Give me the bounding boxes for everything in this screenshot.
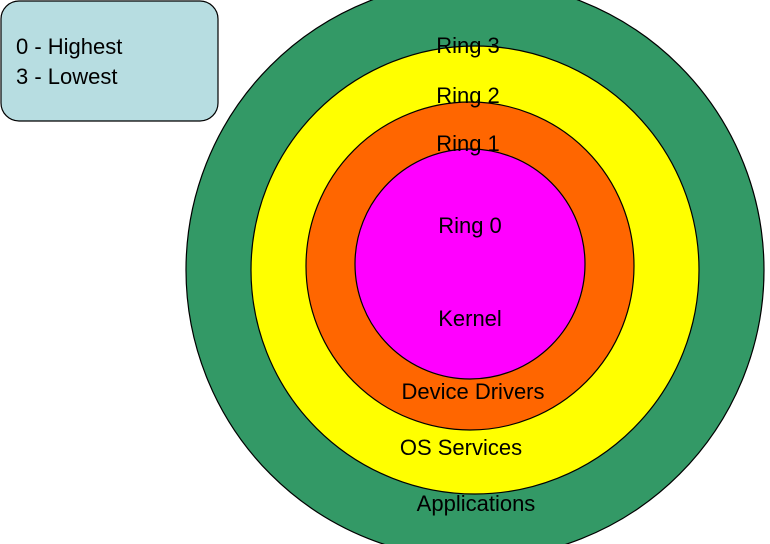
ring-2-label: Ring 2 (436, 83, 500, 108)
ring-1-label: Ring 1 (436, 131, 500, 156)
ring-0-label: Ring 0 (438, 213, 502, 238)
ring-1-role: Device Drivers (401, 379, 544, 404)
ring-3-label: Ring 3 (436, 33, 500, 58)
ring-roles: Kernel Device Drivers OS Services Applic… (400, 306, 545, 516)
legend-line-lowest: 3 - Lowest (16, 64, 118, 89)
ring-3-role: Applications (417, 491, 536, 516)
ring-labels: Ring 3 Ring 2 Ring 1 Ring 0 (436, 33, 502, 238)
legend-box (0, 0, 219, 122)
ring-2-role: OS Services (400, 435, 522, 460)
rings (185, 0, 765, 544)
legend: 0 - Highest 3 - Lowest (0, 0, 219, 122)
ring-0-circle (354, 148, 586, 380)
ring-0-role: Kernel (438, 306, 502, 331)
legend-line-highest: 0 - Highest (16, 34, 122, 59)
